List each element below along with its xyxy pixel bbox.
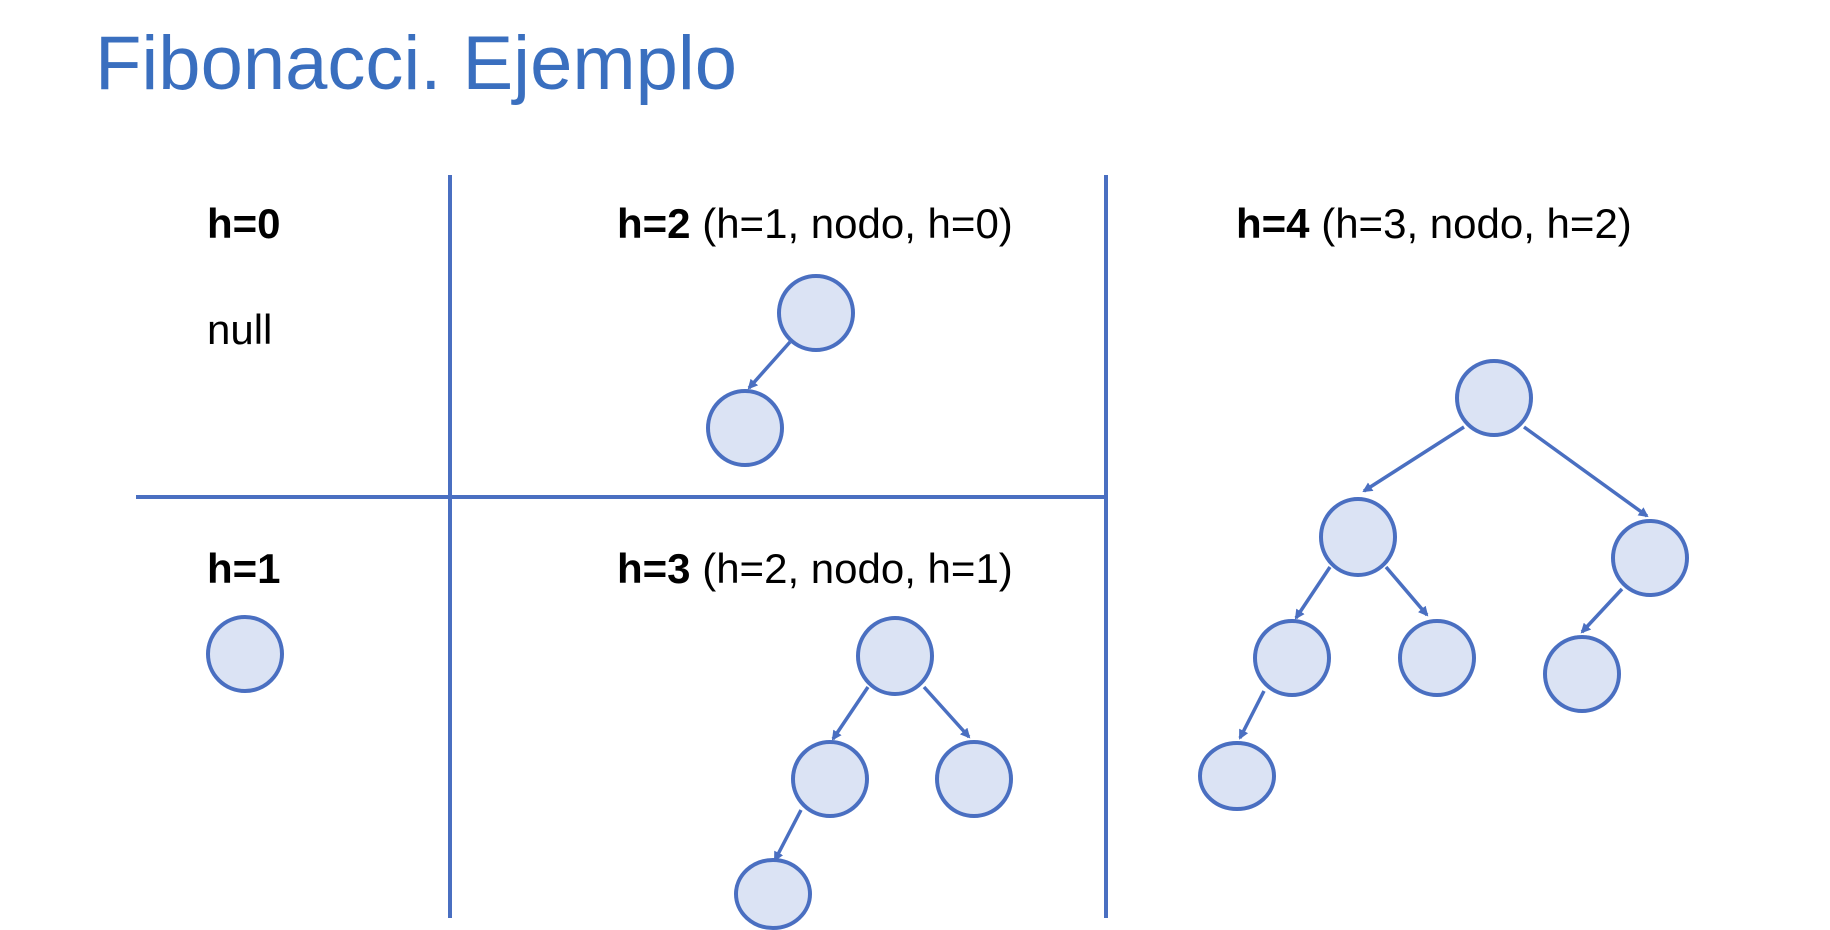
tree-h4-edge-left-leftright bbox=[1384, 565, 1429, 617]
cell-h3-detail: (h=2, nodo, h=1) bbox=[690, 545, 1013, 592]
tree-h4-node-root bbox=[1455, 359, 1533, 437]
tree-h4-edge-root-left bbox=[1362, 425, 1465, 493]
tree-h3 bbox=[734, 616, 1013, 930]
cell-h1-heading: h=1 bbox=[207, 545, 281, 593]
tree-h4 bbox=[1198, 359, 1689, 811]
tree-h1 bbox=[206, 615, 284, 693]
tree-h4-node-leftleft bbox=[1253, 619, 1331, 697]
tree-h4-edge-right-rightleft bbox=[1580, 587, 1624, 634]
tree-h3-edge-left-leftleft bbox=[773, 809, 803, 862]
cell-h2-heading: h=2 (h=1, nodo, h=0) bbox=[617, 200, 1013, 248]
tree-h3-node-leftleft bbox=[734, 858, 812, 930]
cell-h2-detail: (h=1, nodo, h=0) bbox=[690, 200, 1013, 247]
tree-h2 bbox=[706, 274, 855, 467]
cell-h0-heading-text: h=0 bbox=[207, 200, 281, 247]
tree-h2-edge-root-left bbox=[747, 340, 792, 390]
cell-h2-heading-text: h=2 bbox=[617, 200, 691, 247]
cell-h4-heading-text: h=4 bbox=[1236, 200, 1310, 247]
tree-h3-edge-root-left bbox=[831, 686, 870, 741]
tree-h3-edge-root-right bbox=[922, 685, 971, 739]
cell-h0-note: null bbox=[207, 306, 273, 353]
cell-h3-heading-text: h=3 bbox=[617, 545, 691, 592]
tree-h2-node-root bbox=[777, 274, 855, 352]
cell-h4-detail: (h=3, nodo, h=2) bbox=[1309, 200, 1632, 247]
tree-h4-node-rightleft bbox=[1543, 635, 1621, 713]
tree-h3-node-right bbox=[935, 740, 1013, 818]
tree-h3-node-left bbox=[791, 740, 869, 818]
cell-h3-heading: h=3 (h=2, nodo, h=1) bbox=[617, 545, 1013, 593]
tree-h4-node-leftleftleft bbox=[1198, 741, 1276, 811]
cell-h4-heading: h=4 (h=3, nodo, h=2) bbox=[1236, 200, 1632, 248]
tree-h4-edge-leftleft-leftleftleft bbox=[1238, 690, 1266, 740]
cell-h0-heading: h=0 bbox=[207, 200, 281, 248]
tree-h4-edge-root-right bbox=[1522, 425, 1649, 518]
grid-lines bbox=[136, 175, 1108, 918]
tree-h4-edge-left-leftleft bbox=[1294, 566, 1332, 620]
tree-h3-node-root bbox=[856, 616, 934, 696]
tree-h4-node-right bbox=[1611, 519, 1689, 597]
slide-title: Fibonacci. Ejemplo bbox=[95, 21, 738, 106]
tree-h4-node-leftright bbox=[1398, 619, 1476, 697]
tree-h4-node-left bbox=[1319, 497, 1397, 577]
tree-h2-node-left bbox=[706, 389, 784, 467]
cell-h1-heading-text: h=1 bbox=[207, 545, 281, 592]
tree-h1-node-root bbox=[206, 615, 284, 693]
